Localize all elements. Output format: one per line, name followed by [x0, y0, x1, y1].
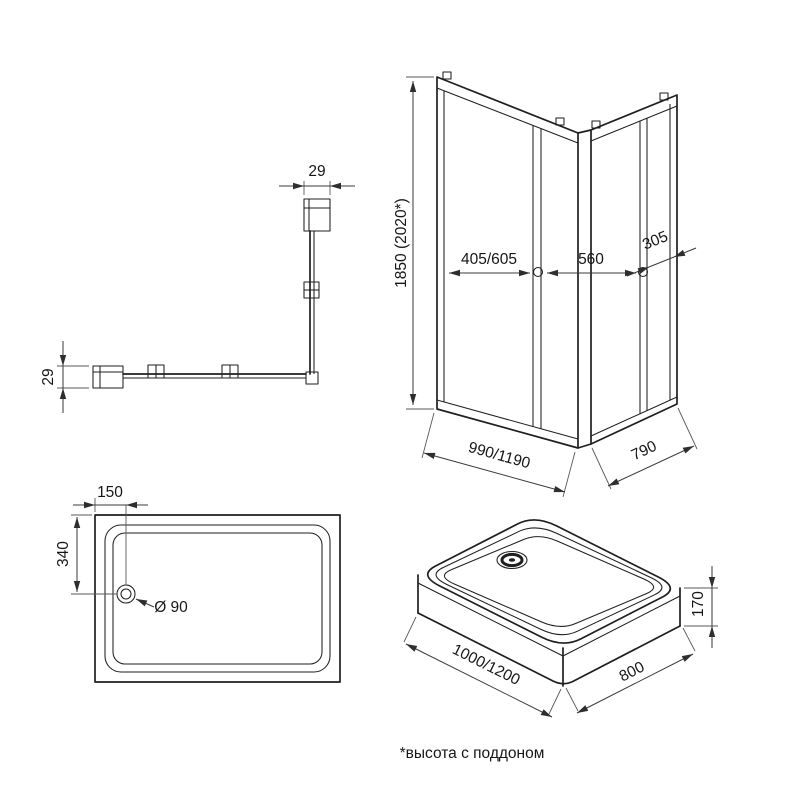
drain-iso	[496, 550, 528, 570]
dimension-tray-length: 1000/1200	[403, 616, 562, 718]
right-glass-panel	[590, 92, 678, 445]
drain-inner-circle	[120, 588, 132, 600]
dim-label-29-side: 29	[40, 368, 57, 385]
dim-label-150: 150	[97, 484, 123, 501]
dimension-profile-depth-side: 29	[40, 341, 89, 413]
roller-bracket	[442, 71, 452, 80]
roller-bracket	[659, 92, 669, 101]
roller-bracket	[591, 120, 601, 129]
door-handle	[532, 266, 544, 278]
tray-rim-lip	[417, 582, 681, 657]
dimension-tray-width: 800	[565, 627, 696, 714]
dimension-fixed-right: 305	[626, 228, 697, 277]
dim-label-fixed-right: 305	[640, 228, 670, 253]
tray-rim-inner	[112, 532, 323, 665]
tray-rim-outer	[435, 527, 663, 636]
tray-rim-outer	[104, 524, 331, 673]
right-panel-outline	[590, 94, 678, 445]
dim-label-depth-side: 790	[629, 438, 660, 464]
dim-label-height: 1850 (2020*)	[393, 198, 410, 288]
drain-center	[508, 558, 516, 562]
footnote-height-with-tray: *высота с поддоном	[400, 745, 545, 762]
dimension-door: 560	[547, 251, 636, 277]
dimension-fixed-left: 405/605	[449, 251, 530, 277]
dim-label-29-top: 29	[308, 163, 325, 180]
bottom-frame-rail	[590, 396, 678, 437]
drain-outer-circle	[116, 584, 136, 604]
dim-label-tray-height: 170	[690, 591, 707, 617]
corner-connector	[305, 371, 319, 385]
dim-label-fixed-left: 405/605	[461, 251, 517, 268]
bottom-frame-rail	[436, 399, 579, 440]
dimension-drain-diameter: Ø 90	[135, 598, 188, 616]
tray-rim-inner	[444, 536, 655, 627]
dim-label-door: 560	[578, 251, 604, 268]
tray-plan-view: 150 340 Ø 90	[55, 484, 341, 683]
dim-label-340: 340	[55, 541, 72, 567]
dimension-depth-side: 790	[591, 407, 698, 490]
corner-post	[577, 129, 592, 449]
dim-label-tray-width: 800	[617, 658, 648, 685]
dimension-drain-offset-y: 340	[55, 514, 117, 595]
dimension-tray-height: 170	[684, 566, 718, 648]
drain-outer-ring	[496, 550, 528, 570]
dimension-drain-offset-x: 150	[73, 484, 148, 585]
dimension-height: 1850 (2020*)	[393, 76, 434, 410]
top-frame-rail	[590, 105, 678, 142]
drain-dark-ring	[500, 552, 524, 568]
tray-isometric-view: 1000/1200 800 170	[403, 519, 718, 718]
roller-bracket	[555, 117, 565, 126]
dimension-profile-depth-top: 29	[279, 163, 355, 195]
wall-profile-section	[92, 365, 124, 389]
vertical-wall-profile	[303, 198, 331, 375]
wall-profiles-plan-view: 29 29	[40, 163, 355, 413]
tray-outer-edge	[94, 514, 341, 683]
wall-profile-section	[303, 198, 331, 232]
horizontal-wall-profile	[92, 364, 319, 389]
top-frame-rail	[436, 87, 579, 144]
tray-top-outline	[427, 519, 672, 644]
tray-side-faces	[417, 574, 681, 687]
dim-label-drain: Ø 90	[154, 599, 188, 616]
enclosure-isometric-view: 1850 (2020*) 405/605 560 305 990/1190 79…	[393, 71, 698, 498]
